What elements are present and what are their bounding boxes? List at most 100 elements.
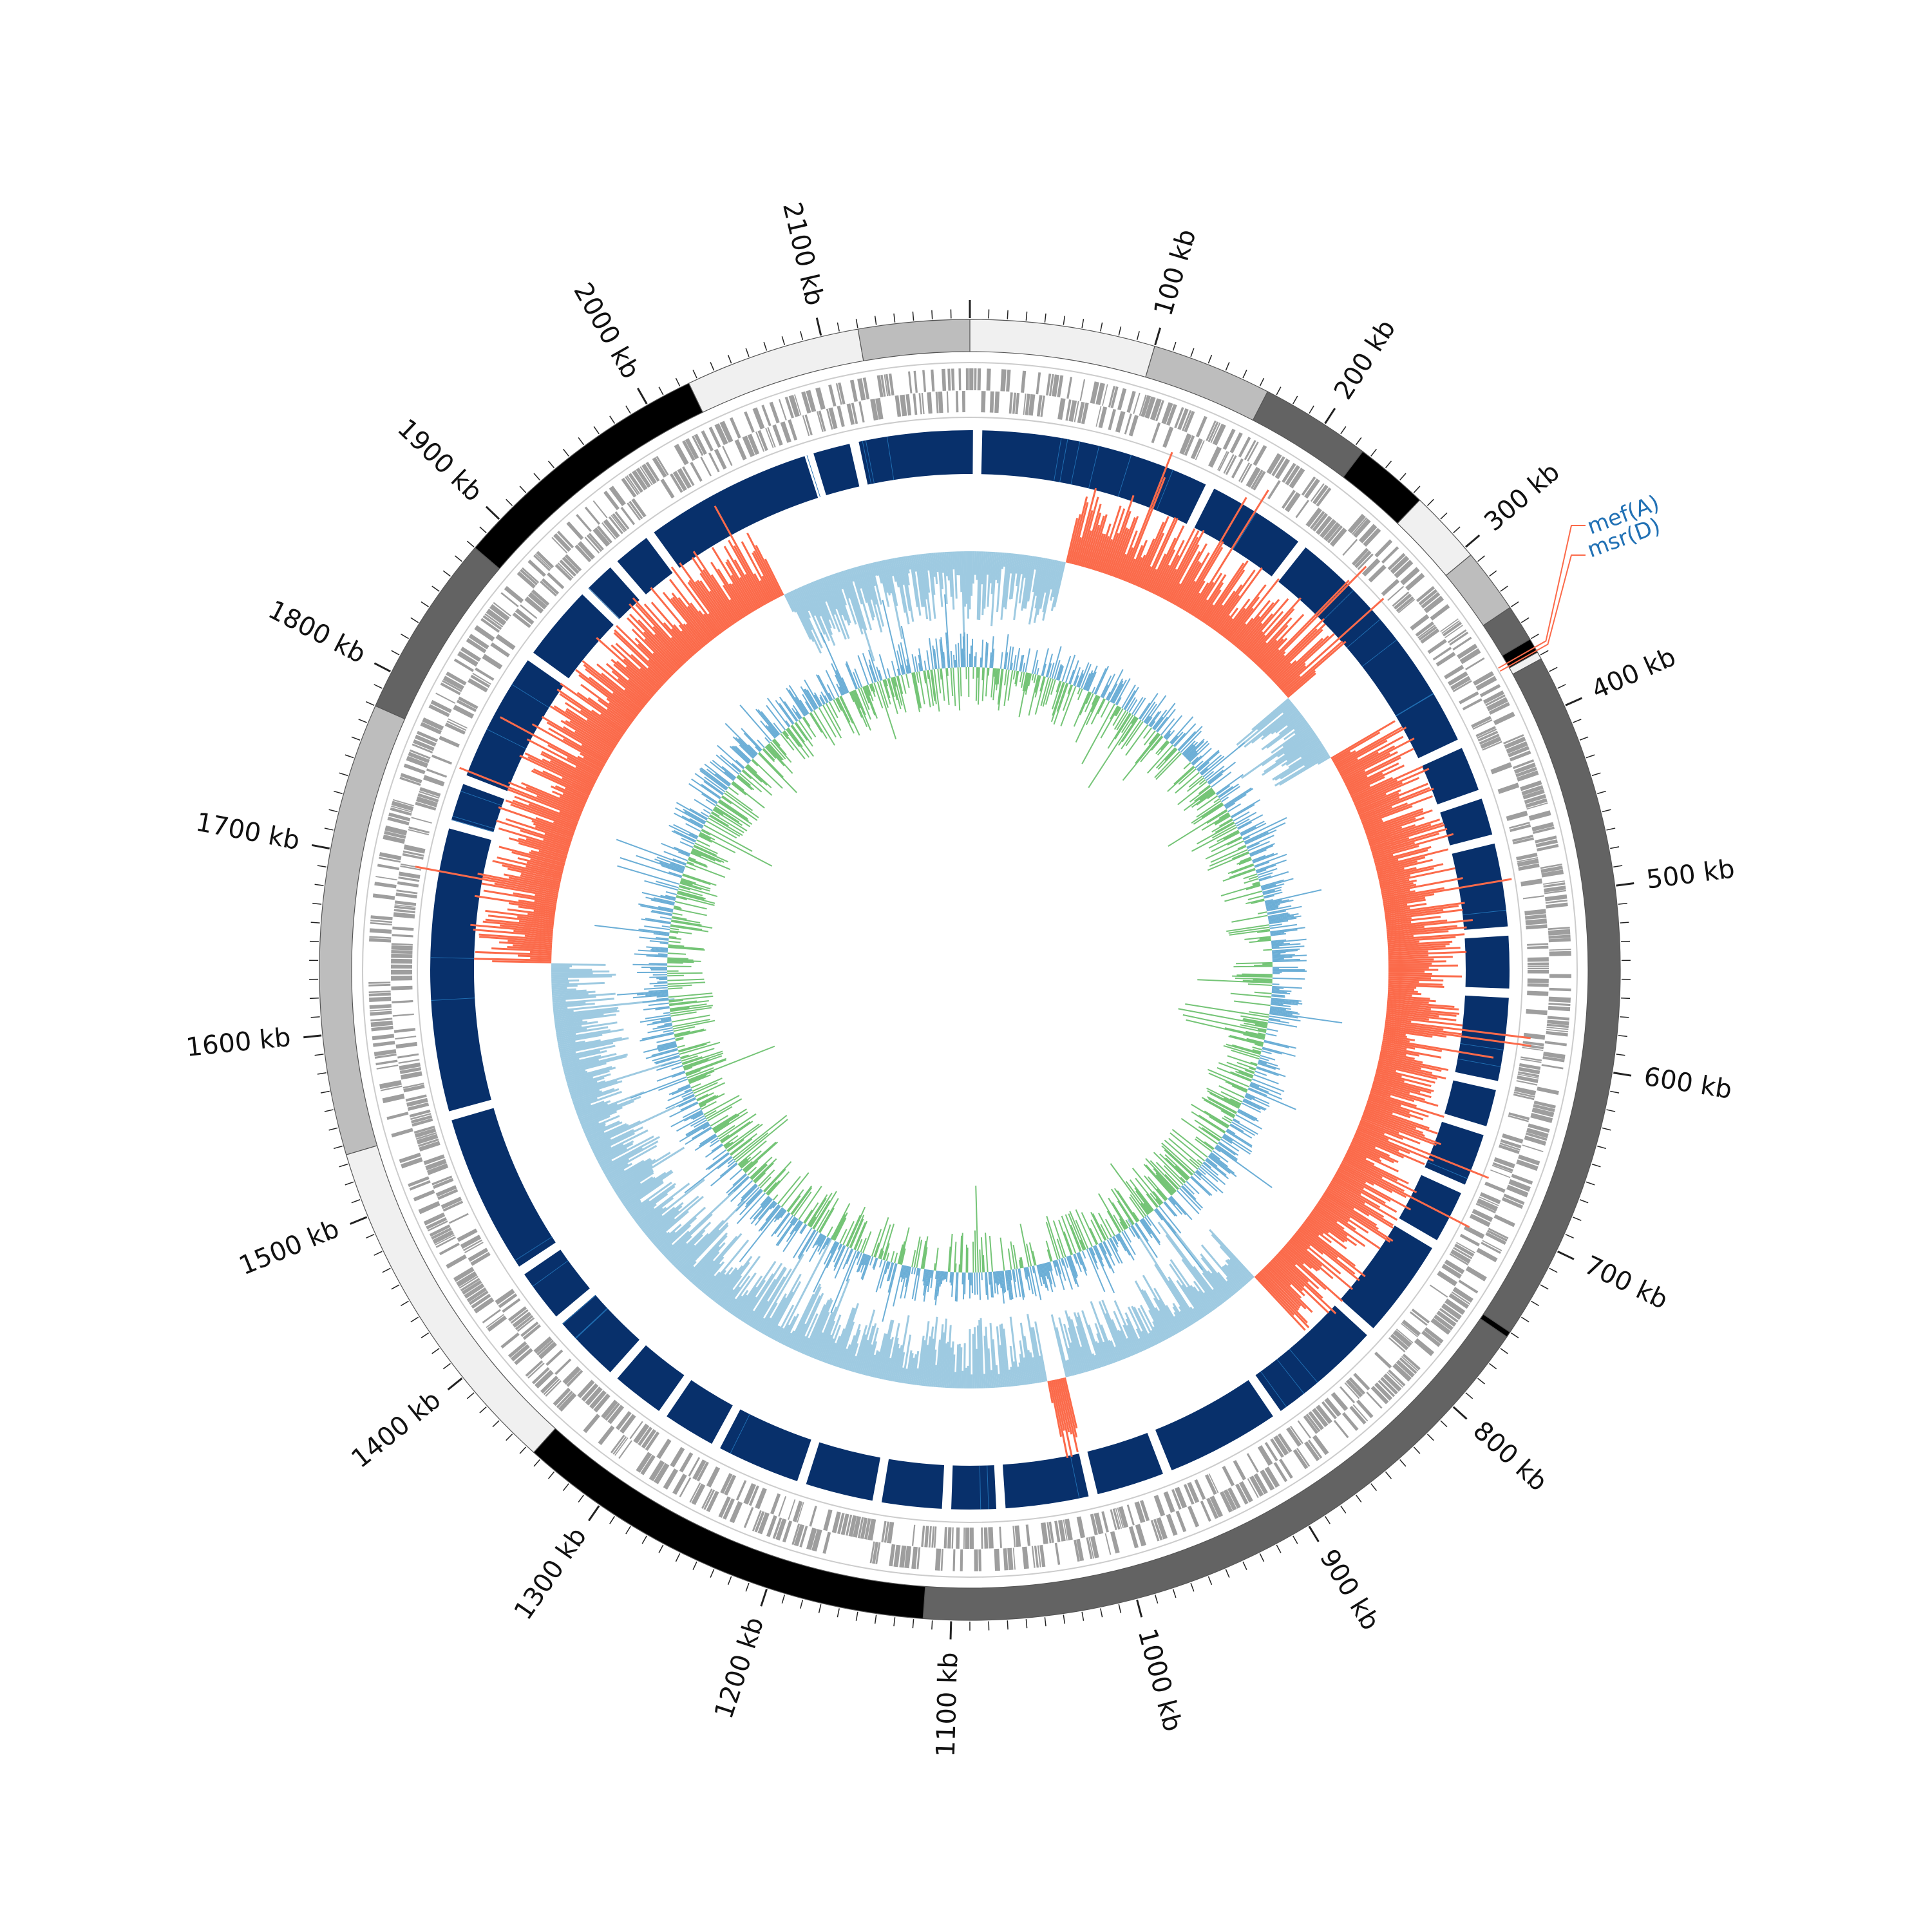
gc-skew-bar bbox=[862, 1254, 867, 1265]
gc-bar bbox=[907, 555, 911, 570]
gene-feature bbox=[1323, 522, 1341, 542]
gc-skew-bar bbox=[1012, 1269, 1018, 1298]
gene-feature bbox=[461, 1280, 482, 1295]
gc-skew-bar bbox=[1191, 1175, 1213, 1196]
gc-skew-bar bbox=[1056, 664, 1062, 680]
minor-tick bbox=[1597, 790, 1606, 795]
gene-feature bbox=[369, 938, 392, 943]
gc-bar bbox=[1339, 1166, 1374, 1186]
gc-skew-bar bbox=[858, 1253, 866, 1273]
gc-bar bbox=[1226, 1280, 1238, 1293]
gc-bar bbox=[554, 1010, 620, 1020]
gc-skew-bar bbox=[945, 632, 949, 668]
gc-bar bbox=[591, 1138, 611, 1150]
gc-bar bbox=[1223, 1265, 1244, 1289]
gc-skew-bar bbox=[702, 1124, 710, 1130]
gc-bar bbox=[1207, 1270, 1231, 1299]
gc-bar bbox=[506, 818, 573, 842]
gene-feature bbox=[1352, 1404, 1368, 1422]
minor-tick bbox=[1616, 1054, 1625, 1056]
gc-skew-bar bbox=[784, 730, 790, 737]
gc-bar bbox=[554, 1019, 583, 1025]
gc-skew-bar bbox=[1095, 1245, 1103, 1260]
gene-feature bbox=[1151, 422, 1161, 444]
gc-bar bbox=[575, 766, 598, 779]
gc-skew-bar bbox=[761, 711, 781, 735]
gene-feature bbox=[794, 394, 802, 416]
gc-skew-bar bbox=[726, 1173, 748, 1194]
gene-feature bbox=[1549, 949, 1571, 951]
gc-skew-bar bbox=[1230, 992, 1272, 998]
gc-bar bbox=[740, 1296, 757, 1321]
gc-skew-bar bbox=[1010, 663, 1013, 670]
gc-bar bbox=[1222, 607, 1246, 638]
gc-skew-bar bbox=[862, 686, 870, 704]
gc-skew-bar bbox=[891, 661, 896, 677]
gc-skew-bar bbox=[1153, 1209, 1163, 1221]
gene-feature bbox=[905, 393, 912, 416]
gc-skew-bar bbox=[1264, 1039, 1296, 1049]
minor-tick bbox=[1489, 1363, 1497, 1370]
gc-skew-bar bbox=[647, 1027, 673, 1034]
gc-bar bbox=[1010, 553, 1014, 574]
gc-bar bbox=[1387, 995, 1430, 1000]
gene-feature bbox=[1090, 381, 1099, 404]
identity-block bbox=[720, 1409, 811, 1481]
gc-bar bbox=[664, 1184, 743, 1258]
gc-bar bbox=[1001, 552, 1005, 569]
gc-skew-bar bbox=[1249, 845, 1274, 856]
gc-skew-bar bbox=[926, 670, 929, 679]
gc-skew-bar bbox=[1102, 674, 1115, 699]
gc-skew-bar bbox=[923, 1269, 928, 1296]
gc-skew-bar bbox=[682, 1108, 701, 1119]
gc-skew-bar bbox=[1208, 1155, 1237, 1177]
gc-bar bbox=[907, 1353, 914, 1385]
gene-feature bbox=[1286, 1426, 1302, 1447]
gene-feature bbox=[1316, 487, 1332, 507]
gc-bar bbox=[918, 554, 929, 620]
gc-skew-bar bbox=[1160, 718, 1175, 736]
gc-skew-bar bbox=[1271, 998, 1302, 1002]
gene-feature bbox=[1366, 1391, 1383, 1409]
gc-skew-bar bbox=[887, 1262, 891, 1269]
gc-skew-bar bbox=[1042, 677, 1052, 707]
minor-tick bbox=[442, 1363, 451, 1370]
gc-bar bbox=[905, 556, 910, 574]
gc-skew-bar bbox=[842, 1248, 853, 1269]
gc-skew-bar bbox=[944, 594, 951, 668]
gc-bar bbox=[1380, 1051, 1415, 1060]
gc-bar bbox=[1198, 582, 1224, 620]
gene-feature bbox=[390, 807, 412, 816]
gene-feature bbox=[1545, 899, 1567, 904]
gc-skew-bar bbox=[904, 1266, 912, 1299]
gc-skew-bar bbox=[712, 1149, 727, 1160]
gc-skew-bar bbox=[943, 1271, 946, 1280]
gc-bar bbox=[651, 1210, 689, 1244]
gc-bar bbox=[1367, 1098, 1410, 1114]
gc-bar bbox=[1289, 1238, 1323, 1267]
gc-skew-bar bbox=[676, 893, 715, 904]
gene-feature bbox=[1390, 555, 1410, 574]
gc-skew-bar bbox=[1256, 1067, 1279, 1077]
minor-tick bbox=[328, 1127, 338, 1131]
gc-skew-bar bbox=[765, 724, 777, 738]
gc-bar bbox=[1179, 580, 1196, 609]
gc-bar bbox=[1173, 1311, 1186, 1330]
gc-skew-bar bbox=[649, 976, 668, 978]
gc-skew-bar bbox=[974, 1272, 976, 1295]
gc-bar bbox=[832, 1307, 855, 1366]
gc-bar bbox=[1096, 536, 1110, 572]
gc-skew-bar bbox=[1206, 810, 1228, 824]
identity-block bbox=[981, 430, 1206, 524]
minor-tick bbox=[1602, 1127, 1611, 1131]
gc-bar bbox=[729, 1295, 743, 1314]
gc-skew-bar bbox=[800, 686, 816, 710]
identity-highlight bbox=[1289, 1349, 1318, 1383]
gc-bar bbox=[767, 1291, 794, 1338]
gene-feature bbox=[1247, 1478, 1259, 1499]
gc-bar bbox=[896, 557, 910, 625]
gc-bar bbox=[749, 1267, 787, 1327]
gene-feature bbox=[1525, 798, 1548, 808]
gc-bar bbox=[729, 599, 744, 620]
gc-skew-bar bbox=[679, 882, 702, 891]
